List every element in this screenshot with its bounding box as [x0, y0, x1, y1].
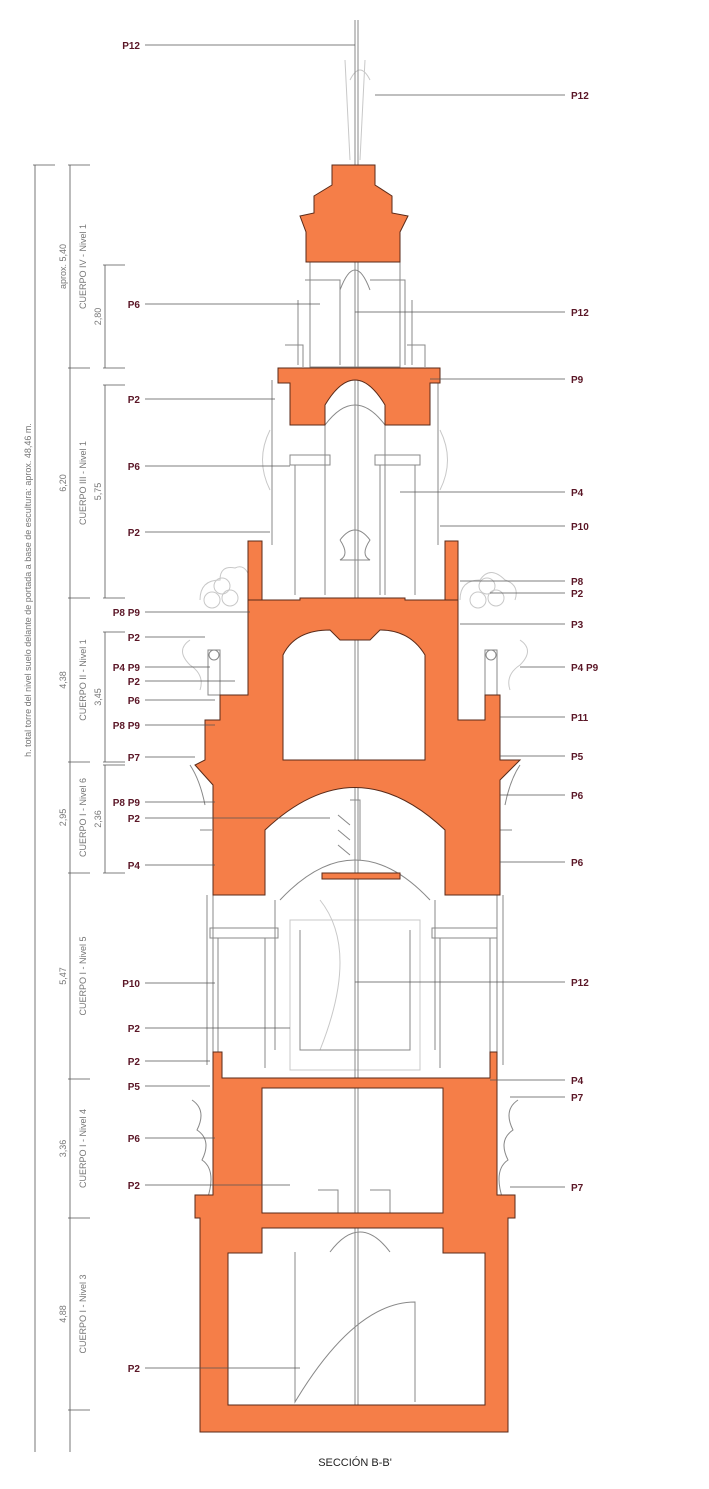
landing-bar [321, 872, 401, 880]
inner-height-value: 2,36 [93, 810, 103, 828]
part-label-right: P4 [571, 1076, 584, 1087]
drawing-title: SECCIÓN B-B' [318, 1456, 392, 1469]
body-level-name: CUERPO I - Nivel 5 [78, 936, 88, 1015]
part-label-left: P2 [128, 1181, 141, 1192]
part-label-right: P5 [571, 752, 584, 763]
part-label-left: P2 [128, 1364, 141, 1375]
part-label-right: P6 [571, 791, 584, 802]
body-height-value: 6,20 [58, 474, 68, 492]
upper-walls [247, 540, 459, 601]
part-label-left: P8 P9 [113, 798, 141, 809]
body-height-value: aprox. 5,40 [58, 244, 68, 289]
body-level-name: CUERPO I - Nivel 4 [78, 1109, 88, 1188]
part-label-left: P5 [128, 1082, 141, 1093]
bell-chamber-top [277, 367, 441, 426]
body-level-name: CUERPO II - Nivel 1 [78, 639, 88, 721]
part-label-right: P9 [571, 375, 584, 386]
part-label-left: P2 [128, 395, 141, 406]
part-label-left: P4 P9 [113, 663, 141, 674]
part-label-right: P10 [571, 522, 589, 533]
part-label-left: P6 [128, 696, 141, 707]
part-label-right: P11 [571, 713, 589, 724]
body-level-name: CUERPO IV - Nivel 1 [78, 224, 88, 309]
part-label-right: P6 [571, 858, 584, 869]
part-label-left: P8 P9 [113, 721, 141, 732]
part-label-right: P3 [571, 620, 584, 631]
dimension-lines: h. total torre del nivel suelo delante d… [23, 164, 125, 1452]
part-label-left: P6 [128, 1134, 141, 1145]
part-label-right: P8 [571, 577, 584, 588]
part-label-left: P2 [128, 677, 141, 688]
part-label-left: P6 [128, 300, 141, 311]
body-height-value: 5,47 [58, 967, 68, 985]
part-label-right: P12 [571, 978, 589, 989]
part-label-left: P12 [122, 41, 140, 52]
body-height-value: 4,38 [58, 671, 68, 689]
part-label-left: P2 [128, 814, 141, 825]
total-height-note: h. total torre del nivel suelo delante d… [23, 423, 33, 757]
inner-height-value: 2,80 [93, 308, 103, 326]
part-label-left: P4 [128, 861, 141, 872]
part-label-right: P2 [571, 589, 584, 600]
part-label-right: P12 [571, 91, 589, 102]
part-label-right: P4 P9 [571, 663, 599, 674]
lantern-cap [299, 164, 409, 263]
part-label-left: P2 [128, 633, 141, 644]
part-label-right: P7 [571, 1183, 584, 1194]
part-label-left: P2 [128, 1057, 141, 1068]
part-label-left: P7 [128, 753, 141, 764]
part-label-right: P7 [571, 1093, 584, 1104]
section-cut [194, 164, 522, 1433]
body-level-name: CUERPO I - Nivel 6 [78, 778, 88, 857]
elevation-outlines [182, 59, 528, 1071]
cuerpo-ii-block [194, 597, 522, 896]
cuerpo-i-lower [194, 1051, 516, 1433]
body-height-value: 3,36 [58, 1140, 68, 1158]
part-label-left: P10 [122, 979, 140, 990]
part-label-left: P2 [128, 528, 141, 539]
inner-height-value: 5,75 [93, 483, 103, 501]
part-label-right: P4 [571, 488, 584, 499]
body-level-name: CUERPO I - Nivel 3 [78, 1274, 88, 1353]
body-height-value: 4,88 [58, 1305, 68, 1323]
body-level-name: CUERPO III - Nivel 1 [78, 441, 88, 525]
part-label-left: P6 [128, 462, 141, 473]
part-label-left: P8 P9 [113, 608, 141, 619]
part-label-right: P12 [571, 308, 589, 319]
body-height-value: 2,95 [58, 809, 68, 827]
part-label-left: P2 [128, 1024, 141, 1035]
inner-height-value: 3,45 [93, 688, 103, 706]
